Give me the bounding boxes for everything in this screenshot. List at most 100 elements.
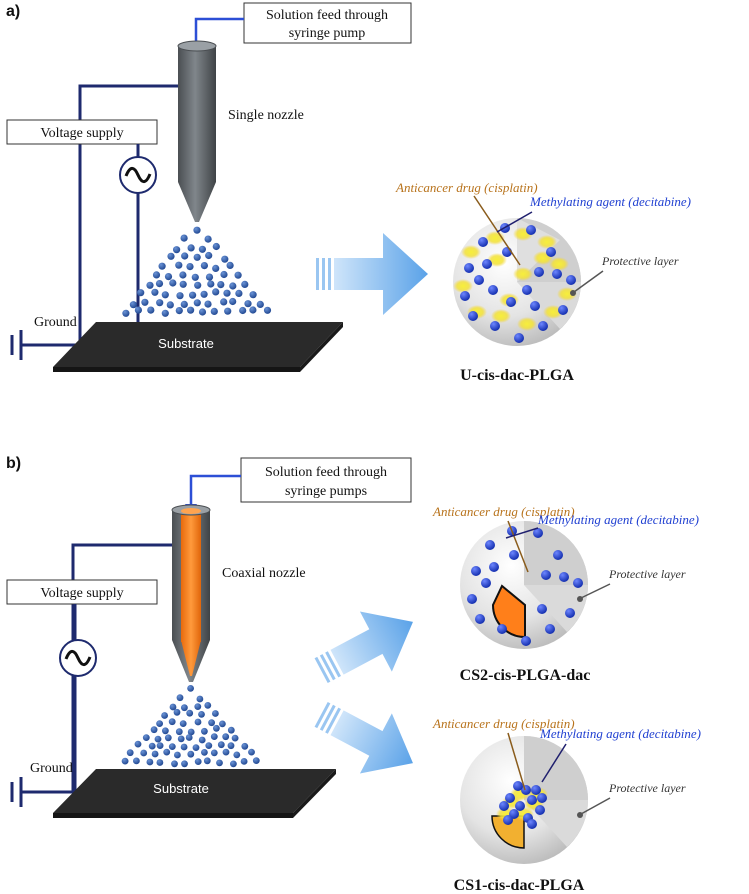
droplet	[217, 281, 225, 289]
decitabine-bead	[573, 578, 583, 588]
voltage-label-a: Voltage supply	[40, 126, 123, 141]
coaxial-nozzle	[171, 504, 211, 682]
methyl-leader-b1	[505, 527, 539, 539]
droplet	[223, 289, 231, 297]
decitabine-bead	[481, 578, 491, 588]
protective-leader-b1	[580, 583, 611, 599]
droplet	[168, 743, 176, 750]
drug-glow	[487, 253, 507, 267]
droplet	[181, 704, 188, 712]
decitabine-bead	[533, 528, 543, 538]
decitabine-bead	[531, 785, 541, 795]
nozzle-label-b: Coaxial nozzle	[222, 566, 306, 581]
droplet	[156, 299, 164, 307]
droplet	[174, 751, 181, 759]
droplet	[198, 711, 205, 718]
drug-glow	[537, 235, 557, 249]
voltage-box-a	[6, 119, 158, 145]
droplet	[137, 289, 145, 297]
panel-b-label: b)	[6, 455, 21, 472]
decitabine-bead	[475, 614, 485, 624]
feed-box-b	[240, 457, 412, 503]
ground-icon	[10, 777, 60, 807]
droplet	[166, 301, 174, 309]
decitabine-bead	[530, 301, 540, 311]
droplet	[221, 255, 229, 263]
droplet	[187, 306, 195, 314]
decitabine-bead	[538, 321, 548, 331]
droplet	[200, 290, 208, 298]
droplet	[140, 749, 148, 757]
droplet	[177, 735, 185, 743]
droplet	[163, 748, 171, 756]
decitabine-bead	[505, 793, 515, 803]
droplet	[180, 300, 188, 308]
decitabine-bead	[464, 263, 474, 273]
droplet	[192, 744, 200, 751]
feed-label-a-line1: Solution feed through	[266, 8, 388, 23]
droplet	[126, 749, 134, 757]
droplet	[207, 280, 215, 288]
decitabine-bead	[488, 285, 498, 295]
droplet	[229, 297, 237, 306]
droplet	[167, 252, 175, 260]
droplet	[210, 733, 218, 740]
droplet	[193, 299, 201, 307]
arrow-icon	[316, 233, 428, 315]
particle-cs2-cis-plga-dac	[460, 521, 588, 649]
protective-label-b2: Protective layer	[608, 781, 686, 795]
droplet	[176, 694, 184, 702]
decitabine-bead	[471, 566, 481, 576]
droplet	[213, 724, 220, 732]
droplet	[248, 748, 255, 756]
feed-box-a	[243, 2, 412, 44]
drug-leader-b2	[507, 732, 526, 791]
droplet	[187, 728, 195, 736]
drug-glow	[491, 309, 511, 323]
droplet	[146, 281, 154, 289]
droplet	[191, 273, 199, 281]
droplet	[161, 291, 169, 299]
droplet	[187, 750, 195, 758]
particle-name-a: U-cis-dac-PLGA	[460, 367, 574, 384]
droplet	[147, 306, 155, 314]
droplet	[231, 734, 239, 742]
droplet	[186, 709, 194, 717]
droplet	[158, 262, 166, 270]
decitabine-bead	[534, 267, 544, 277]
droplet	[230, 760, 237, 768]
decitabine-bead	[490, 321, 500, 331]
droplet	[212, 242, 220, 251]
droplet	[175, 307, 183, 315]
droplet	[155, 280, 164, 288]
decitabine-bead	[535, 805, 545, 815]
droplet	[216, 759, 223, 767]
droplet	[204, 300, 212, 308]
droplet	[156, 742, 164, 749]
methyl-label-b1: Methylating agent (decitabine)	[537, 512, 699, 527]
drug-glow	[453, 279, 473, 293]
decitabine-bead	[552, 269, 562, 279]
droplet	[217, 741, 225, 749]
decitabine-bead	[522, 285, 532, 295]
decitabine-bead	[478, 237, 488, 247]
methyl-label-a: Methylating agent (decitabine)	[529, 194, 691, 209]
droplet	[240, 758, 248, 765]
droplet	[146, 758, 154, 766]
decitabine-bead	[527, 819, 537, 829]
drug-label-b2: Anticancer drug (cisplatin)	[432, 716, 575, 731]
drug-glow	[513, 267, 533, 281]
droplet-cloud-a	[122, 226, 272, 317]
droplet	[241, 280, 249, 288]
ground-label-a: Ground	[34, 315, 77, 330]
droplet	[156, 720, 164, 727]
particle-cs1-cis-dac-plga	[460, 736, 588, 864]
protective-label-b1: Protective layer	[608, 567, 686, 581]
substrate-label-a: Substrate	[158, 336, 214, 351]
particle-u-cis-dac-plga	[453, 218, 581, 346]
droplet	[122, 309, 130, 317]
droplet	[162, 727, 169, 735]
decitabine-bead	[545, 624, 555, 634]
droplet	[196, 695, 204, 703]
feed-line-b	[189, 474, 241, 508]
